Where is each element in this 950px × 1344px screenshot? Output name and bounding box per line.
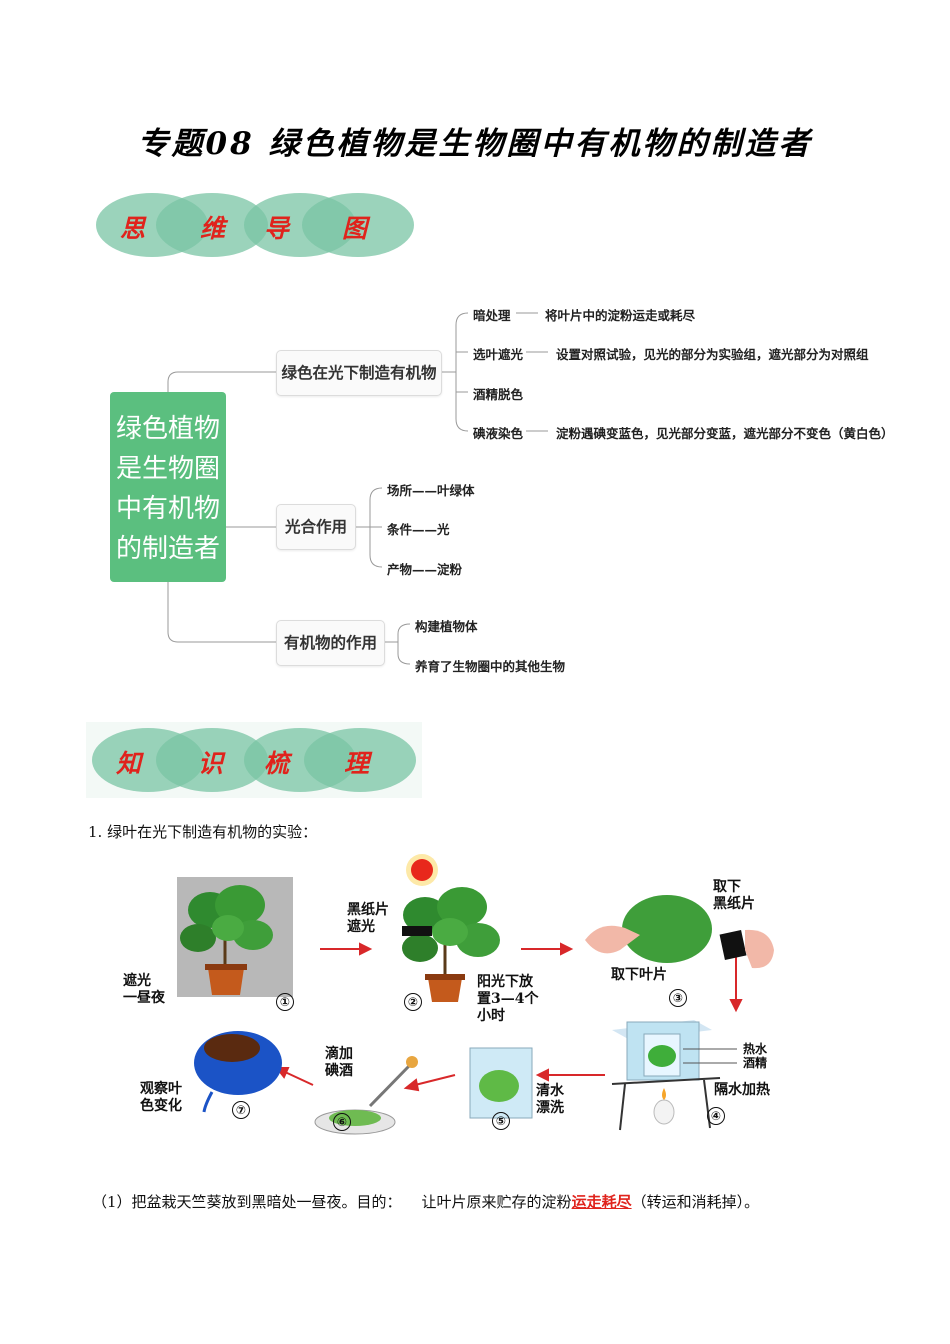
- step-number: ④: [707, 1107, 725, 1125]
- banner-char: 梳: [264, 749, 290, 778]
- plant-sunlight-illustration: [402, 887, 500, 1002]
- branch-photosynthesis-experiment: 绿色在光下制造有机物: [276, 350, 442, 396]
- leaf-select-shade: 选叶遮光: [473, 347, 524, 362]
- label-alcohol: 酒精: [743, 1056, 768, 1070]
- step-number: ②: [404, 993, 422, 1011]
- label-sunlight: 阳光下放 置3—4个 小时: [477, 974, 539, 1024]
- banner-char: 理: [344, 749, 370, 778]
- paragraph-middle: 让叶片原来贮存的淀粉: [421, 1193, 572, 1211]
- label-remove-paper: 取下 黑纸片: [713, 879, 755, 912]
- mindmap-connectors: [167, 312, 548, 665]
- label-water-bath: 隔水加热: [714, 1082, 770, 1098]
- experiment-figure: 遮光 一昼夜 黑纸片 遮光 阳光下放 置3—4个 小时 取下叶片 取下 黑纸片 …: [0, 850, 950, 1140]
- leaf-build-plant: 构建植物体: [415, 619, 478, 634]
- leaf-location: 场所——叶绿体: [387, 483, 475, 498]
- banner-char: 识: [198, 749, 224, 778]
- label-iodine: 滴加 碘酒: [325, 1046, 353, 1079]
- banner-char: 图: [342, 214, 368, 243]
- paragraph-highlight: 运走耗尽: [571, 1193, 632, 1211]
- label-observe: 观察叶 色变化: [140, 1081, 182, 1114]
- branch-organic-matter-role: 有机物的作用: [276, 620, 385, 666]
- mindmap-banner: 思 维 导 图: [92, 190, 416, 262]
- detach-leaf-illustration: [585, 895, 774, 969]
- step-number: ⑥: [333, 1113, 351, 1131]
- step-number: ⑤: [492, 1112, 510, 1130]
- leaf-alcohol-decolor: 酒精脱色: [473, 387, 524, 402]
- label-take-leaf: 取下叶片: [611, 967, 667, 983]
- banner-char: 知: [116, 749, 142, 778]
- root-line: 绿色植物: [115, 414, 220, 444]
- banner-char: 维: [200, 214, 226, 243]
- label-black-paper: 黑纸片 遮光: [347, 902, 389, 935]
- root-line: 的制造者: [115, 534, 220, 564]
- desc-iodine-stain: 淀粉遇碘变蓝色，见光部分变蓝，遮光部分不变色（黄白色）: [556, 426, 894, 441]
- desc-dark-treatment: 将叶片中的淀粉运走或耗尽: [545, 308, 696, 323]
- section-heading: 1. 绿叶在光下制造有机物的实验：: [88, 823, 318, 841]
- paragraph-suffix: （转运和消耗掉）。: [631, 1193, 760, 1211]
- label-rinse: 清水 漂洗: [536, 1083, 564, 1116]
- mindmap-root: 绿色植物 是生物圈 中有机物 的制造者: [110, 392, 226, 582]
- step-number: ①: [276, 993, 294, 1011]
- step-number: ③: [669, 989, 687, 1007]
- step-number: ⑦: [232, 1101, 250, 1119]
- root-line: 是生物圈: [115, 454, 220, 484]
- page-title: 专题08 绿色植物是生物圈中有机物的制造者: [137, 126, 813, 162]
- blue-leaf-illustration: [194, 1031, 282, 1113]
- root-line: 中有机物: [115, 494, 220, 524]
- plant-in-dark-illustration: [177, 877, 293, 997]
- label-hot-water: 热水: [743, 1042, 768, 1056]
- water-bath-illustration: [611, 1020, 737, 1131]
- knowledge-banner: 知 识 梳 理: [86, 722, 422, 798]
- rinse-beaker-illustration: [469, 1047, 533, 1119]
- banner-char: 思: [120, 214, 146, 243]
- branch-photosynthesis: 光合作用: [276, 504, 356, 550]
- leaf-feed-organisms: 养育了生物圈中的其他生物: [415, 659, 566, 674]
- leaf-iodine-stain: 碘液染色: [473, 426, 524, 441]
- paragraph-1: （1）把盆栽天竺葵放到黑暗处一昼夜。目的： 让叶片原来贮存的淀粉运走耗尽（转运和消…: [92, 1191, 759, 1212]
- leaf-product: 产物——淀粉: [387, 562, 463, 577]
- banner-char: 导: [264, 214, 290, 243]
- leaf-dark-treatment: 暗处理: [473, 308, 511, 323]
- paragraph-prefix: （1）把盆栽天竺葵放到黑暗处一昼夜。目的：: [92, 1193, 402, 1211]
- desc-select-shade: 设置对照试验，见光的部分为实验组，遮光部分为对照组: [556, 347, 869, 362]
- label-shade: 遮光 一昼夜: [123, 973, 165, 1006]
- leaf-condition: 条件——光: [387, 522, 450, 537]
